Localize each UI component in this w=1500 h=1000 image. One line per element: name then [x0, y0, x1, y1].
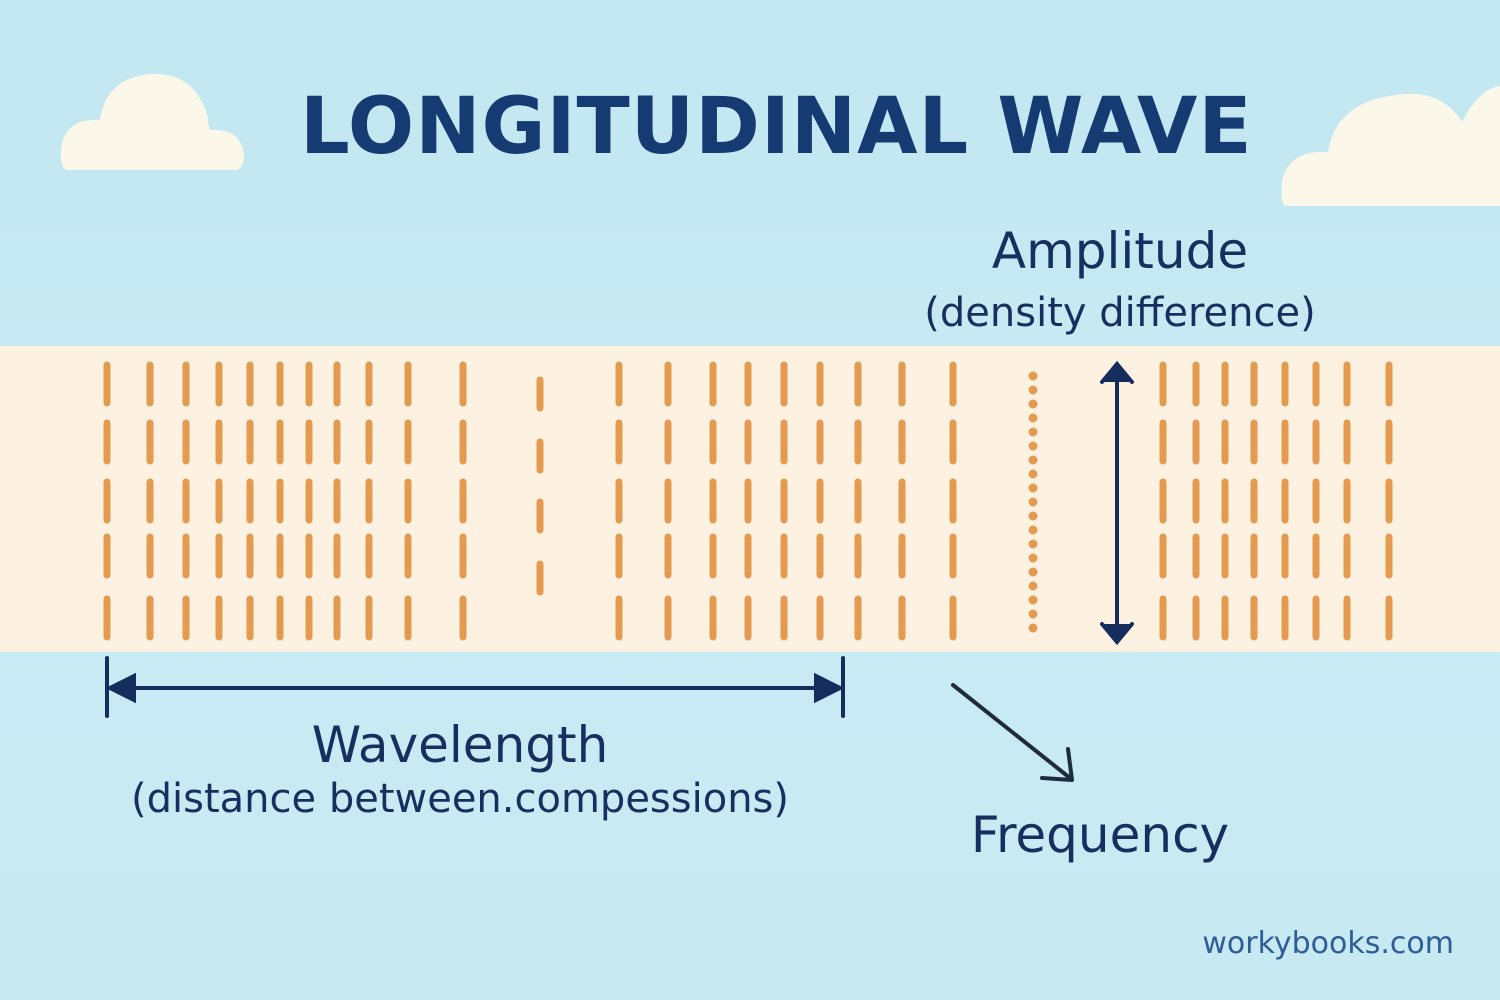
particle-dot: [1028, 427, 1038, 437]
frequency-label: Frequency: [970, 806, 1230, 864]
particle-dot: [1028, 413, 1038, 423]
particle-dot: [1028, 623, 1038, 633]
particle-dot: [1028, 553, 1038, 563]
wavelength-arrow-icon: [105, 656, 845, 718]
page-title: LONGITUDINAL WAVE: [300, 82, 1253, 172]
wavelength-note: (distance between.compessions): [131, 776, 789, 822]
particle-dot: [1028, 469, 1038, 479]
wave-particles: [103, 361, 1393, 641]
amplitude-note: (density difference): [924, 290, 1316, 336]
particle-dot: [1028, 399, 1038, 409]
particle-dot: [1028, 371, 1038, 381]
wavelength-label: Wavelength: [311, 716, 609, 774]
particle-dot: [1028, 581, 1038, 591]
particle-dot: [1028, 609, 1038, 619]
particle-dot: [1028, 567, 1038, 577]
frequency-arrow-icon: [951, 683, 1074, 782]
amplitude-label: Amplitude: [991, 222, 1249, 280]
particle-dot: [1028, 595, 1038, 605]
particle-dot: [1028, 497, 1038, 507]
cloud-left-icon: [60, 73, 245, 170]
amplitude-arrow-icon: [1100, 360, 1134, 646]
particle-dot: [1028, 441, 1038, 451]
particle-dot: [1028, 455, 1038, 465]
particle-dot: [1028, 525, 1038, 535]
particle-dot: [1028, 511, 1038, 521]
site-watermark: workybooks.com: [1202, 926, 1454, 961]
particle-dot: [1028, 483, 1038, 493]
particle-dot: [1028, 539, 1038, 549]
particle-dot: [1028, 385, 1038, 395]
cloud-right-icon: [1281, 86, 1500, 206]
